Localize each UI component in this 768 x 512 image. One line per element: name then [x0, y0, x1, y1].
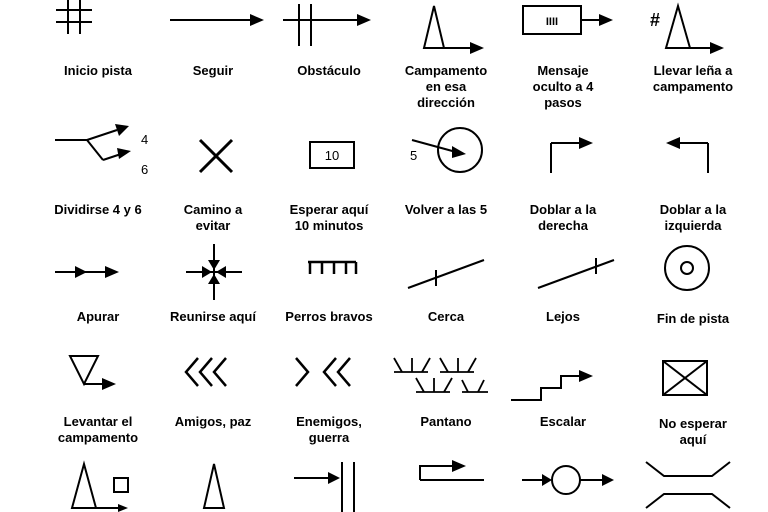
enemies-war-symbol [295, 357, 351, 387]
label-camino-evitar: Camino a evitar [183, 202, 243, 233]
tent-symbol [202, 463, 226, 509]
label-apurar: Apurar [76, 309, 120, 324]
label-lejos: Lejos [546, 309, 580, 324]
carry-wood-symbol: # [650, 2, 724, 54]
label-escalar: Escalar [539, 414, 587, 429]
follow-arrow-symbol [170, 14, 264, 26]
label-doblar-derecha: Doblar a la derecha [529, 202, 597, 233]
detour-symbol [419, 460, 484, 481]
label-cerca: Cerca [427, 309, 465, 324]
friends-peace-symbol [184, 357, 227, 387]
break-camp-symbol [68, 355, 116, 390]
meet-here-symbol [186, 244, 242, 300]
camp-direction-symbol [422, 5, 484, 54]
hurry-symbol [55, 266, 119, 278]
turn-right-symbol [550, 137, 593, 173]
split-six-label: 6 [141, 162, 148, 177]
label-obstaculo: Obstáculo [297, 63, 361, 78]
label-volver-cinco: Volver a las 5 [404, 202, 488, 217]
label-pantano: Pantano [420, 414, 472, 429]
far-symbol [537, 258, 615, 289]
label-fin-pista: Fin de pista [656, 311, 730, 326]
bridge-symbol [645, 461, 731, 509]
split-four-label: 4 [141, 132, 148, 147]
tent-square-symbol [70, 460, 129, 512]
return-hour-number: 5 [410, 148, 417, 163]
label-amigos-paz: Amigos, paz [174, 414, 252, 429]
near-symbol [407, 259, 485, 289]
label-reunirse-aqui: Reunirse aquí [170, 309, 256, 324]
trail-start-symbol [56, 0, 92, 34]
fierce-dogs-symbol [308, 260, 358, 274]
label-campamento-direccion: Campamento en esa dirección [404, 63, 488, 110]
swamp-symbol [393, 357, 488, 393]
label-inicio-pista: Inicio pista [64, 63, 132, 78]
label-levantar-campamento: Levantar el campamento [57, 414, 139, 445]
label-no-esperar: No esperar aquí [659, 416, 727, 447]
wait-minutes-number: 10 [325, 148, 339, 163]
dont-wait-symbol [662, 360, 708, 396]
wait-ten-symbol: 10 [309, 141, 355, 169]
stop-bars-symbol [294, 462, 355, 512]
label-enemigos-guerra: Enemigos, guerra [296, 414, 362, 445]
return-five-symbol: 5 [410, 127, 483, 173]
obstacle-symbol [283, 4, 371, 46]
message-marks: IIII [546, 16, 558, 28]
avoid-path-symbol [198, 138, 234, 174]
turn-left-symbol [666, 137, 709, 173]
label-perros-bravos: Perros bravos [285, 309, 373, 324]
climb-symbol [511, 370, 593, 401]
wood-hash: # [650, 10, 660, 30]
split-symbol: 4 6 [55, 124, 148, 177]
water-crossing-symbol [522, 465, 614, 495]
hidden-message-symbol: IIII [522, 5, 613, 35]
label-seguir: Seguir [192, 63, 234, 78]
label-dividirse: Dividirse 4 y 6 [54, 202, 142, 217]
label-esperar-aqui: Esperar aquí 10 minutos [289, 202, 369, 233]
label-doblar-izquierda: Doblar a la izquierda [659, 202, 727, 233]
label-mensaje-oculto: Mensaje oculto a 4 pasos [532, 63, 594, 110]
label-llevar-lena: Llevar leña a campamento [652, 63, 734, 94]
trail-end-symbol [664, 245, 710, 291]
